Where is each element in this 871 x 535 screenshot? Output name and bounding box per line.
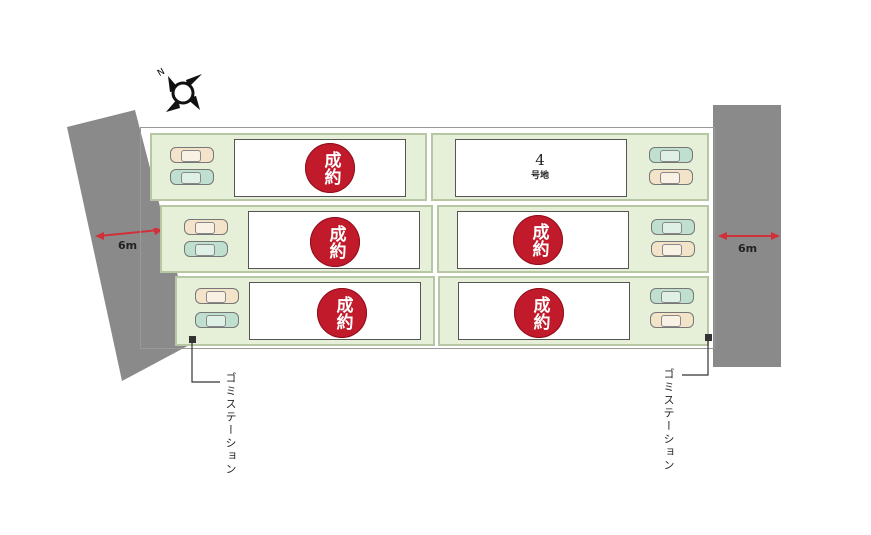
sold-badge: 成約 [317,288,367,338]
right-road-width: 6m [718,230,780,255]
car-icon [651,219,695,235]
sold-badge-text: 成約 [325,225,346,259]
sold-badge: 成約 [514,288,564,338]
sold-badge-text: 成約 [528,223,549,257]
car-icon [170,169,214,185]
sold-badge: 成約 [513,215,563,265]
right-road-width-label: 6m [738,242,758,255]
car-icon [170,147,214,163]
garbage-station-label: ゴミステーション [224,372,237,476]
sold-badge-text: 成約 [332,296,353,330]
car-icon [184,219,228,235]
lot-middle-right[interactable]: 成約 [437,205,709,273]
garbage-station-label: ゴミステーション [662,368,675,472]
leader-line [682,340,709,376]
car-icon [649,147,693,163]
sold-badge: 成約 [305,143,355,193]
garbage-station-marker [705,334,712,341]
sold-badge-text: 成約 [320,151,341,185]
sold-badge: 成約 [310,217,360,267]
leader-line [191,342,220,383]
lot-number: 4 [535,151,545,169]
site-outline [140,127,715,349]
lot-bottom-right[interactable]: 成約 [438,276,709,346]
lot-bottom-left[interactable]: 成約 [175,276,435,346]
lot-number-label: 4 号地 [515,151,565,182]
double-arrow-icon [718,232,780,240]
lot-middle-left[interactable]: 成約 [160,205,433,273]
lot-top-right[interactable]: 4 号地 [431,133,709,201]
left-road [67,110,195,381]
lot-number-suffix: 号地 [530,171,549,181]
sold-badge-text: 成約 [529,296,550,330]
compass: N [156,67,208,118]
car-icon [195,312,239,328]
garbage-station-marker [189,336,196,343]
car-icon [650,288,694,304]
left-road-width-label: 6m [118,239,138,252]
car-icon [649,169,693,185]
lot-top-left[interactable]: 成約 [150,133,427,201]
left-road-width: 6m [95,228,163,252]
car-icon [650,312,694,328]
car-icon [651,241,695,257]
car-icon [195,288,239,304]
compass-rose-icon [166,74,202,112]
car-icon [184,241,228,257]
house-footprint [455,139,627,197]
